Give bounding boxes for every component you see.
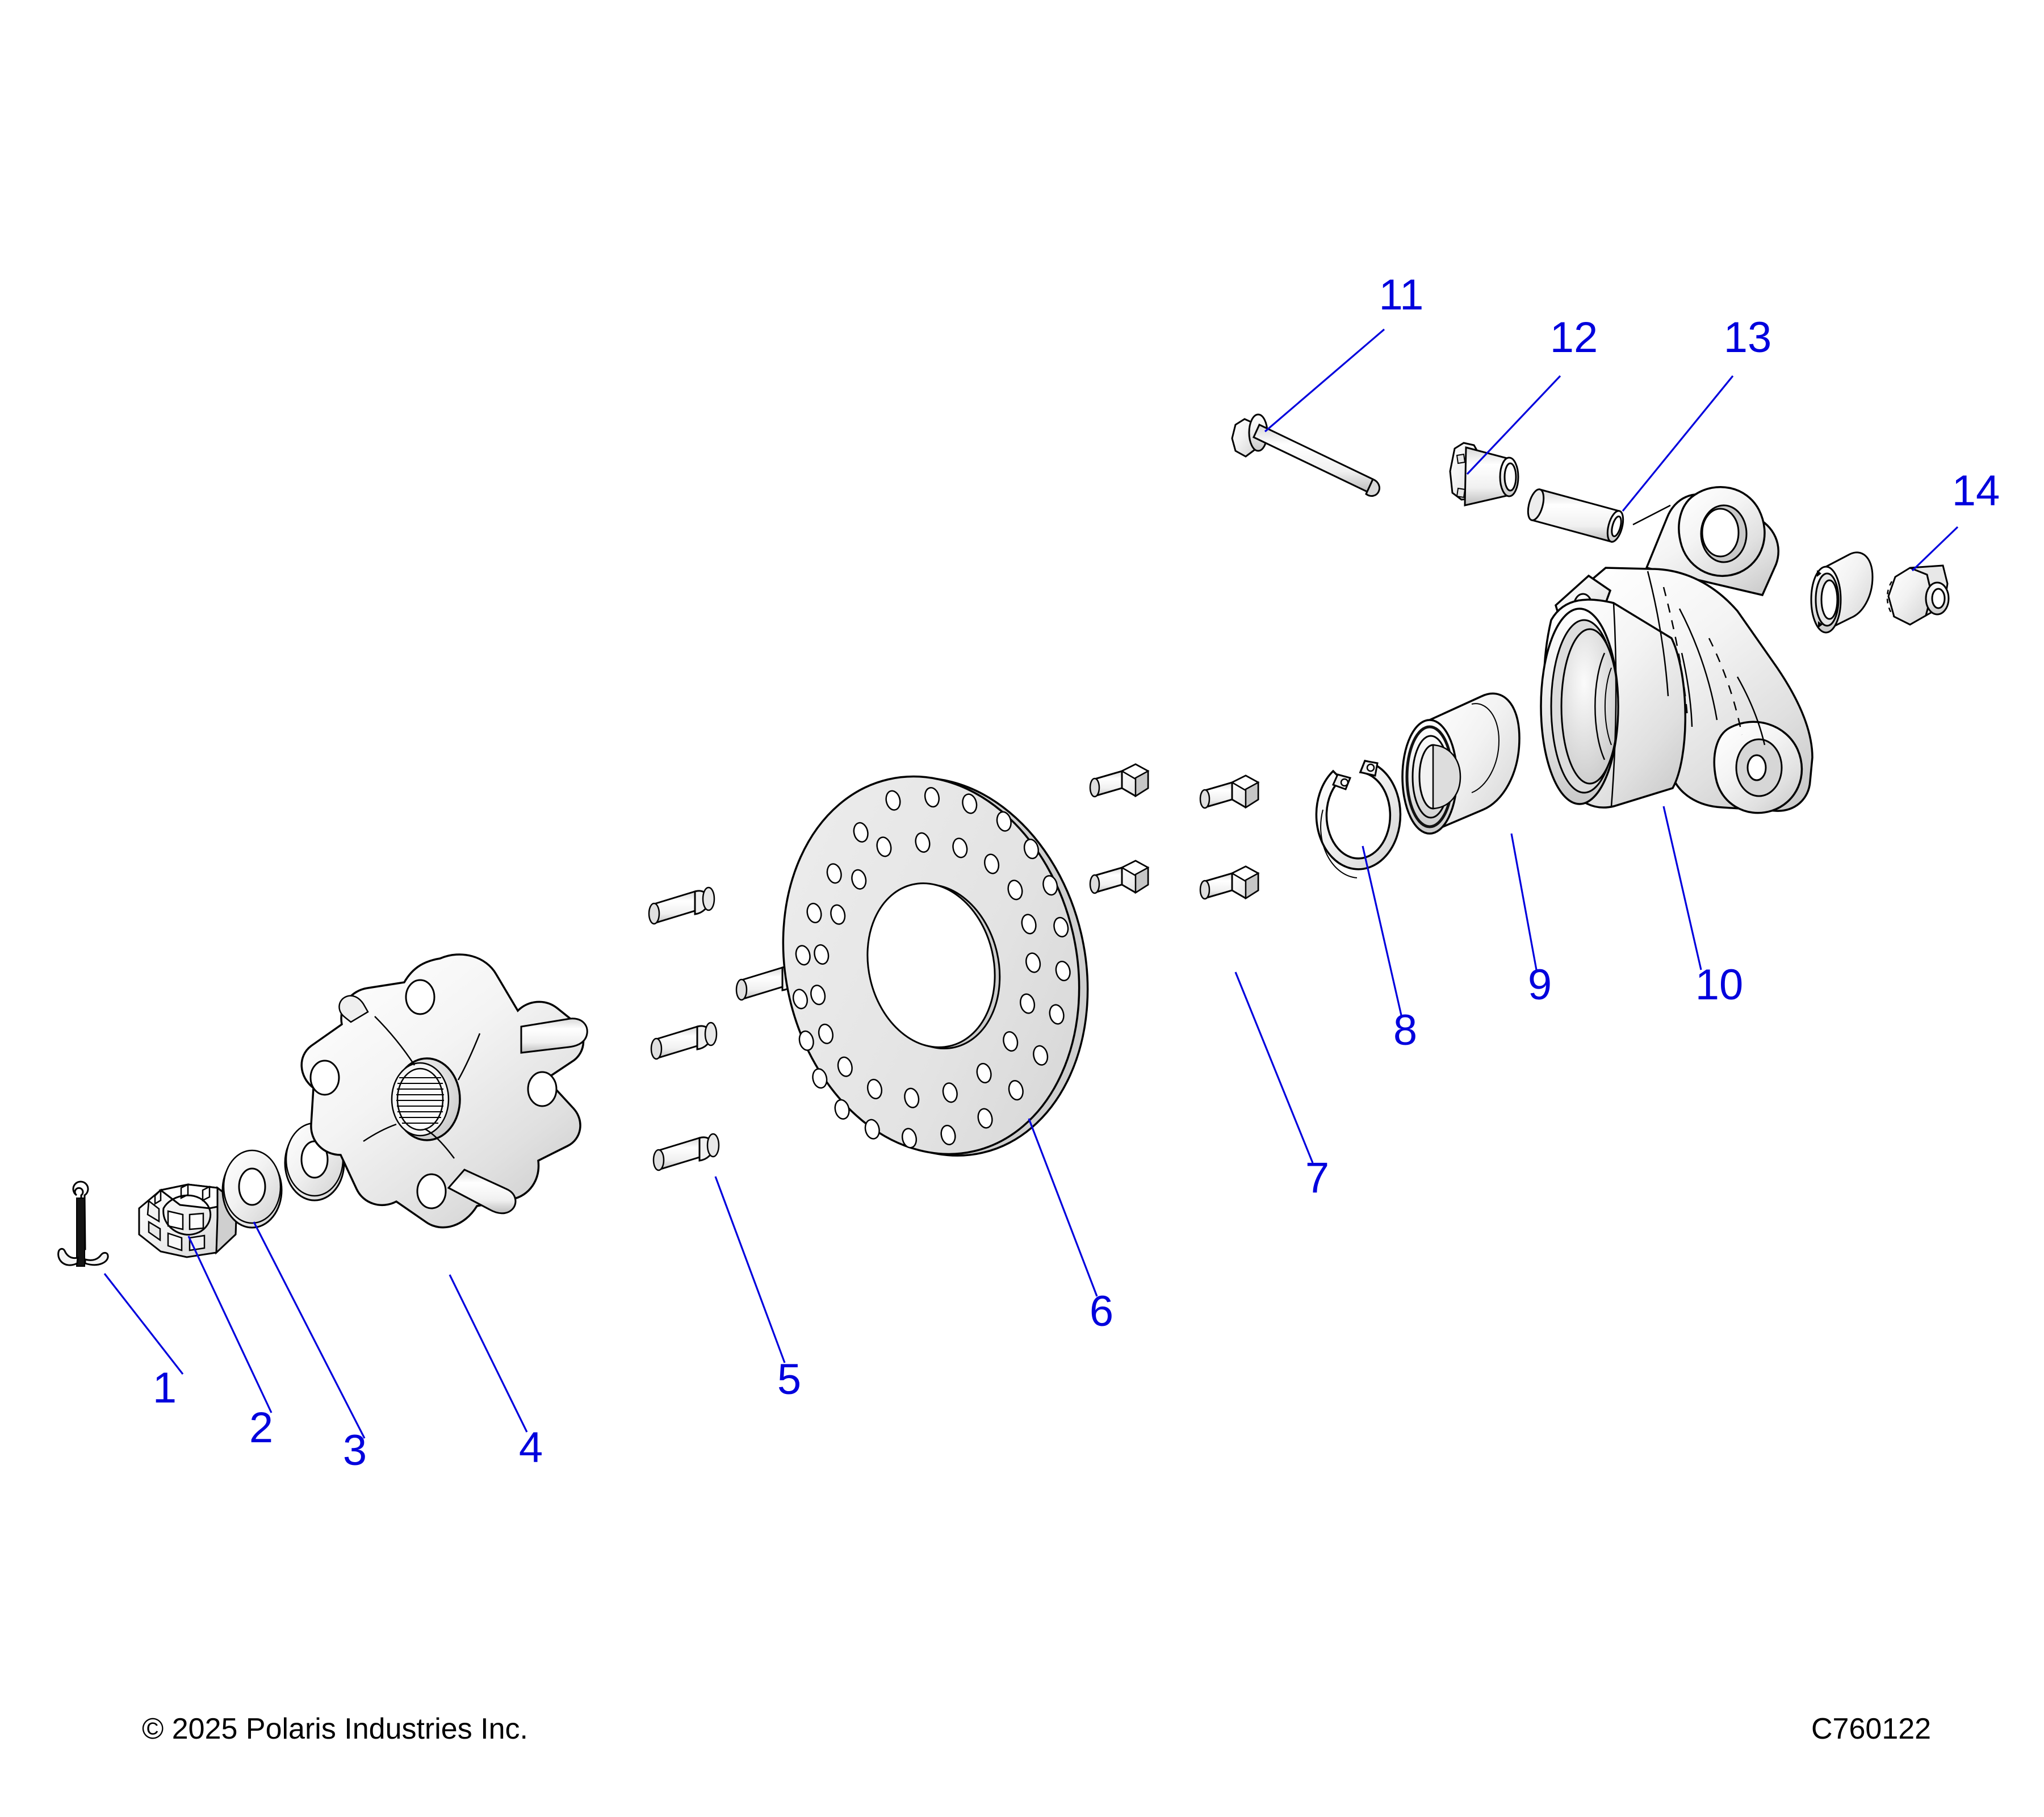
part-wheel-stud-upper — [648, 886, 715, 925]
part-disc-bolt-upper-right — [1199, 774, 1260, 809]
leader-8 — [1362, 845, 1402, 1016]
leader-7 — [1234, 972, 1314, 1163]
callout-11[interactable]: 11 — [1379, 271, 1424, 319]
callout-3[interactable]: 3 — [343, 1426, 367, 1475]
leader-10 — [1662, 806, 1702, 970]
drawing-number: C760122 — [1811, 1713, 1932, 1745]
leader-5 — [714, 1176, 786, 1363]
leader-6 — [1028, 1118, 1098, 1297]
callout-7[interactable]: 7 — [1305, 1154, 1329, 1202]
callout-6[interactable]: 6 — [1090, 1287, 1113, 1335]
leader-11 — [1264, 328, 1385, 433]
leader-12 — [1466, 375, 1561, 475]
part-disc-bolt-lower-left — [1089, 860, 1150, 894]
part-wheel-stud-lower — [650, 1021, 718, 1060]
callout-9[interactable]: 9 — [1528, 961, 1552, 1009]
callout-1[interactable]: 1 — [153, 1364, 177, 1412]
callout-4[interactable]: 4 — [519, 1424, 543, 1472]
part-washer-front — [221, 1149, 283, 1229]
leader-1 — [103, 1273, 184, 1375]
callout-2[interactable]: 2 — [249, 1404, 273, 1452]
callout-5[interactable]: 5 — [777, 1355, 801, 1404]
part-brake-disc — [782, 775, 1089, 1157]
callout-8[interactable]: 8 — [1393, 1006, 1417, 1054]
leader-13 — [1622, 375, 1734, 512]
callout-13[interactable]: 13 — [1724, 313, 1772, 362]
part-retaining-ring — [1315, 759, 1402, 878]
part-disc-bolt-lower-right — [1199, 865, 1260, 900]
part-flange-bushing — [1449, 442, 1519, 506]
part-flange-lock-nut — [1886, 564, 1950, 626]
part-pivot-bolt — [1231, 413, 1381, 497]
leader-14 — [1911, 526, 1959, 572]
callout-12[interactable]: 12 — [1550, 313, 1598, 362]
part-wheel-hub — [300, 953, 588, 1229]
leader-4 — [449, 1274, 528, 1433]
part-castle-nut — [138, 1183, 239, 1258]
callout-14[interactable]: 14 — [1952, 467, 2000, 515]
leader-9 — [1510, 833, 1538, 970]
copyright-notice: © 2025 Polaris Industries Inc. — [142, 1713, 528, 1745]
callout-number-group: 1 2 3 4 5 6 7 8 9 10 11 12 13 14 — [153, 271, 2000, 1475]
part-cotter-pin — [57, 1180, 109, 1267]
part-flange-bushing-right — [1810, 551, 1874, 634]
part-wheel-bearing — [1401, 692, 1521, 835]
part-pivot-sleeve — [1527, 488, 1624, 543]
leader-3 — [253, 1221, 366, 1439]
leader-2 — [187, 1236, 273, 1413]
part-wheel-stud-bottom — [652, 1133, 720, 1171]
part-disc-bolt-upper-left — [1089, 763, 1150, 798]
callout-leader-lines — [103, 328, 1959, 1439]
callout-10[interactable]: 10 — [1695, 961, 1744, 1009]
part-steering-knuckle — [1540, 485, 1813, 814]
